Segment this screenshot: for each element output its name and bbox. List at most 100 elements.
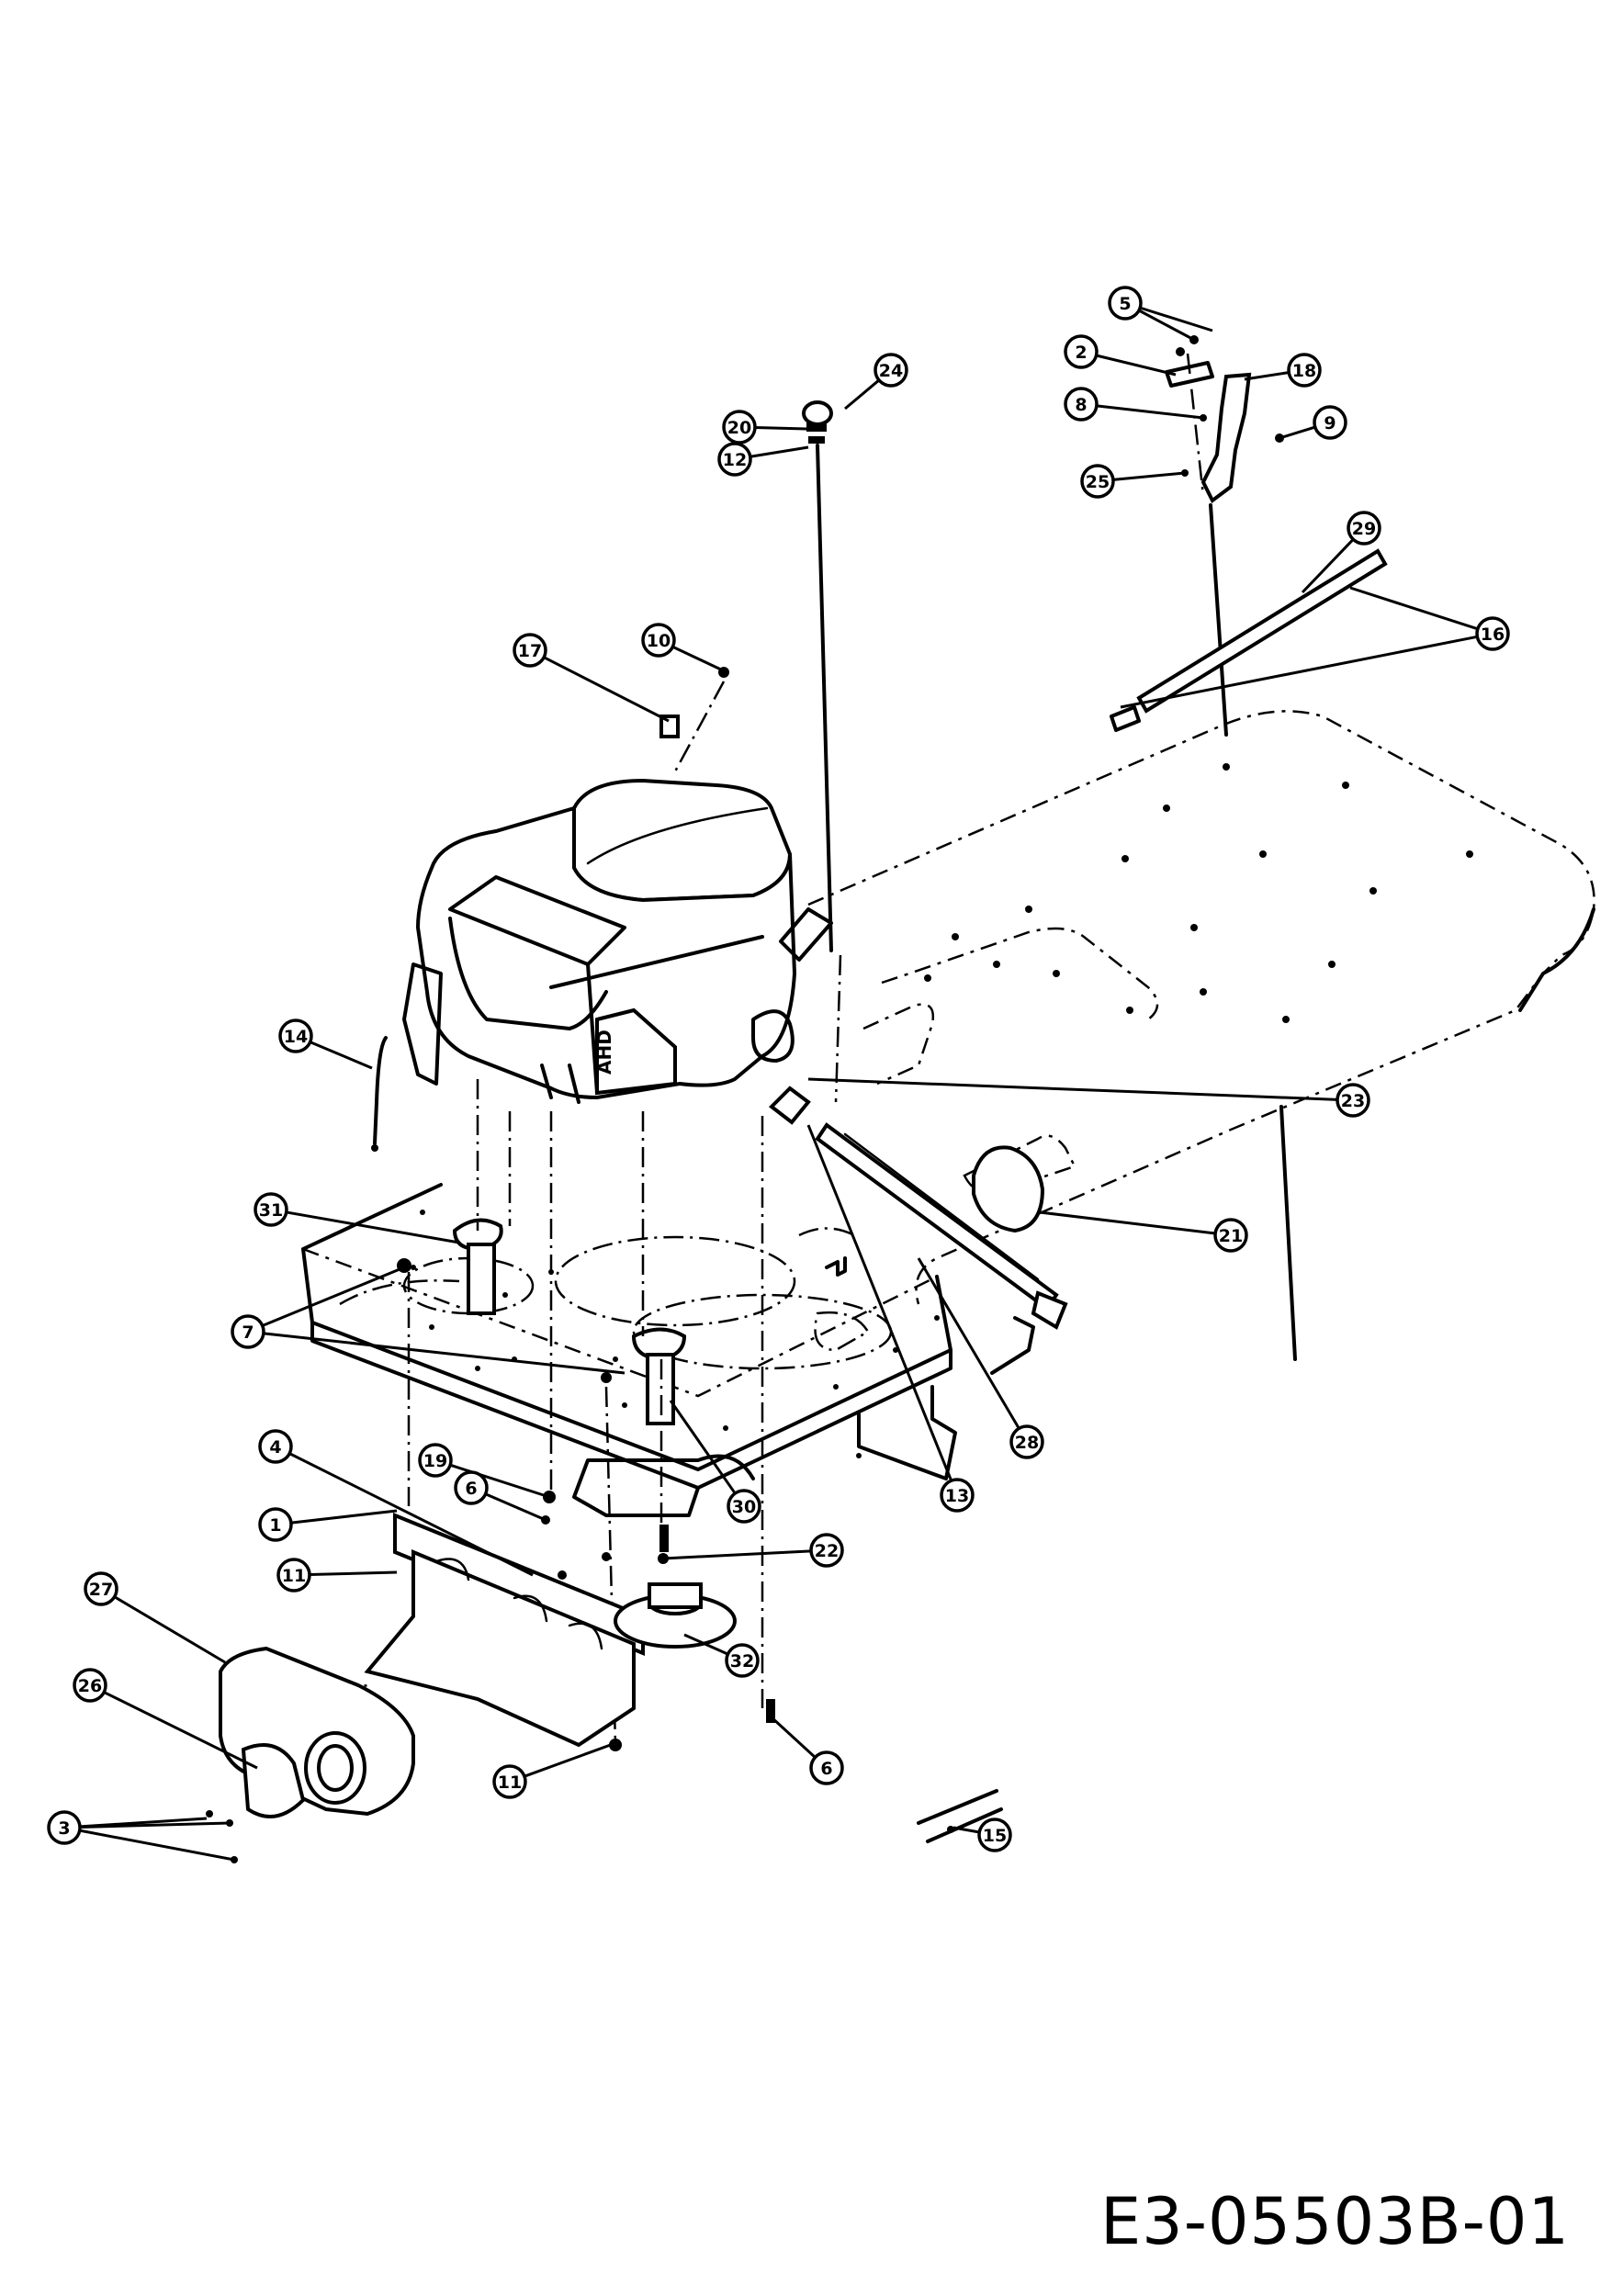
callout-leader [1279,425,1316,440]
callout-number: 5 [1119,294,1131,314]
callout-balloon [258,1429,293,1464]
callout-leader [79,1829,235,1862]
callout-balloon [1009,1424,1044,1459]
callout-leader [485,1492,547,1522]
callout-balloon [809,1533,844,1568]
callout-balloon [84,1571,118,1606]
callout-leader [1112,471,1186,481]
callout-balloon [47,1810,82,1845]
callout-leader [806,1124,953,1481]
callout-balloon [1287,353,1322,388]
callout-leader [683,1633,729,1656]
callout-balloon [1080,464,1115,499]
callout-leader [807,1077,1338,1101]
callout-number: 21 [1219,1226,1243,1246]
long-rod [1279,1105,1297,1361]
callout-leader [844,378,880,411]
callout-leader [669,1400,737,1494]
callout-leader [770,1716,817,1759]
callout-leader [1244,371,1290,381]
callout-leader [1138,309,1195,342]
dipstick [802,400,842,1103]
frame-plate [807,710,1595,1305]
callout-balloon [1108,286,1143,321]
callout-leader [310,1041,373,1070]
callout-balloon [641,623,676,658]
muffler [206,1646,622,1863]
callout-number: 29 [1352,519,1376,539]
callout-leader [449,1463,550,1499]
callout-leader [1139,306,1213,332]
callout-number: 12 [723,450,747,470]
callout-balloon [278,1019,313,1053]
callout-balloon [454,1470,489,1505]
callout-balloon [254,1192,288,1227]
callout-number: 6 [465,1479,477,1499]
engine-mounting-plate [301,1183,1035,1517]
exhaust-flanges [397,1218,687,1425]
cable [371,1036,388,1152]
callout-balloon [717,442,752,477]
callout-balloon [1347,511,1381,546]
callout-leader [1349,586,1479,631]
callout-number: 17 [518,641,542,661]
callout-leader [1301,538,1355,594]
callout-number: 13 [945,1486,969,1506]
drawing-code: E3-05503B-01 [1099,2184,1570,2259]
callout-balloon [1213,1218,1248,1253]
callout-number: 23 [1341,1091,1365,1111]
callout-number: 31 [259,1200,283,1221]
heat-shield [364,1491,645,1748]
callout-number: 11 [282,1566,306,1586]
callout-number: 9 [1324,413,1336,433]
callout-balloon [1336,1083,1370,1118]
callout-number: 27 [89,1580,113,1600]
callout-balloon [418,1443,453,1478]
callout-balloon [1064,387,1099,422]
callout-balloon [1313,405,1347,440]
callout-number: 16 [1481,625,1505,645]
clip [659,667,729,772]
callout-leader [917,1257,1020,1430]
callout-number: 14 [284,1027,308,1047]
cotter-pin [917,1789,1003,1843]
callout-leader [1120,635,1478,709]
callout-balloon [809,1750,844,1785]
callout-number: 1 [269,1515,281,1536]
callout-number: 8 [1075,395,1087,415]
callout-balloon [725,1643,760,1678]
callout-number: 19 [423,1451,447,1471]
callout-number: 18 [1292,361,1316,381]
callout-leader [671,645,724,672]
callout-number: 20 [727,418,751,438]
oil-filter [768,1086,1045,1233]
callout-balloon [231,1314,265,1349]
callout-leader [309,1570,398,1577]
callout-balloon [513,633,547,668]
throttle-rod [1110,548,1388,732]
callout-balloon [727,1489,761,1524]
callout-balloon [873,353,908,388]
callout-number: 30 [732,1497,756,1517]
callout-leader [662,1549,812,1560]
callout-balloon [492,1764,527,1799]
callout-number: 32 [730,1651,754,1671]
callout-balloon [977,1818,1012,1852]
callout-balloon [276,1558,311,1593]
callout-number: 11 [498,1773,522,1793]
callout-number: 28 [1015,1433,1039,1453]
callout-leader [1096,404,1204,420]
callout-number: 4 [269,1437,281,1458]
callout-number: 26 [78,1676,102,1696]
callout-number: 15 [983,1826,1007,1846]
drain-pipe [815,1122,1068,1330]
callout-leader [103,1691,258,1770]
callout-number: 24 [879,361,903,381]
callout-leader [1039,1210,1216,1235]
callout-balloon [940,1478,975,1513]
callout-number: 10 [647,631,671,651]
callout-leader [952,1826,980,1834]
pulley [614,1525,775,1723]
callout-balloon [1475,616,1510,651]
